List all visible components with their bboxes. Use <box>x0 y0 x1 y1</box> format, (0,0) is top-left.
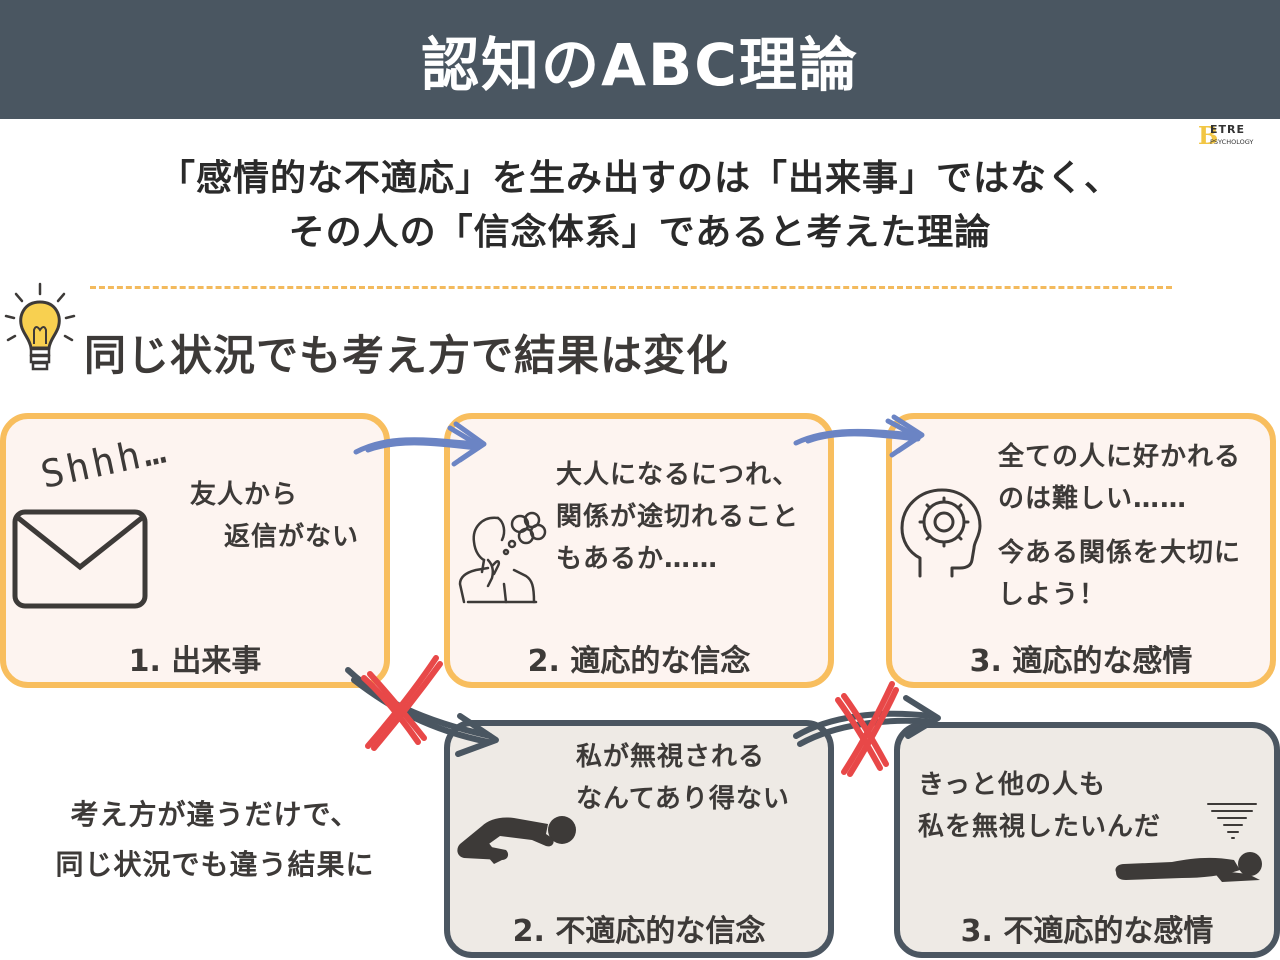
maladaptive-emotion-box: 3. 不適応的な感情 <box>894 722 1280 958</box>
adaptive-emotion-text-3: 今ある関係を大切に <box>998 538 1242 568</box>
cross-icon-2 <box>835 681 899 777</box>
lying-person-icon <box>1115 852 1262 882</box>
subtitle-line-2: その人の「信念体系」であると考えた理論 <box>288 212 992 253</box>
head-gear-icon <box>900 488 982 578</box>
arrow-icon-belief-to-emotion <box>793 414 925 458</box>
note-line-2: 同じ状況でも違う結果に <box>55 848 375 881</box>
adaptive-belief-label: 2. 適応的な信念 <box>527 644 751 679</box>
adaptive-belief-text-2: 関係が途切れること <box>556 502 800 532</box>
page-title: 認知のABC理論 <box>421 30 859 99</box>
betre-logo: B ETRE PSYCHOLOGY <box>1198 122 1276 150</box>
maladaptive-belief-box: 2. 不適応的な信念 <box>444 720 834 958</box>
event-text-1: 友人から <box>190 480 299 510</box>
maladaptive-belief-text-1: 私が無視される <box>576 742 766 772</box>
adaptive-belief-box: 2. 適応的な信念 <box>444 413 834 688</box>
maladaptive-belief-text-2: なんてあり得ない <box>576 784 790 814</box>
event-text-2: 返信がない <box>224 522 360 552</box>
arrow-icon-event-to-belief <box>353 421 487 467</box>
maladaptive-emotion-label: 3. 不適応的な感情 <box>960 914 1214 949</box>
adaptive-belief-text-1: 大人になるにつれ、 <box>556 460 800 490</box>
cross-icon-1 <box>361 655 443 751</box>
subtitle-line-1: 「感情的な不適応」を生み出すのは「出来事」ではなく、 <box>158 158 1121 199</box>
maladaptive-emotion-text-2: 私を無視したいんだ <box>918 812 1162 842</box>
adaptive-emotion-box: 3. 適応的な感情 <box>886 413 1276 688</box>
logo-text-top: ETRE <box>1210 123 1246 136</box>
section-title: 同じ状況でも考え方で結果は変化 <box>84 331 730 380</box>
maladaptive-emotion-text-1: きっと他の人も <box>918 770 1106 800</box>
adaptive-emotion-text-1: 全ての人に好かれる <box>998 442 1242 472</box>
tornado-icon <box>1207 803 1257 839</box>
subtitle: 「感情的な不適応」を生み出すのは「出来事」ではなく、 その人の「信念体系」である… <box>0 152 1280 260</box>
event-box: 1. 出来事 <box>0 413 390 688</box>
note-line-1: 考え方が違うだけで、 <box>70 798 360 831</box>
adaptive-emotion-text-2: のは難しい…… <box>998 484 1188 514</box>
lightbulb-icon <box>4 282 76 371</box>
divider <box>90 286 1172 289</box>
kneeling-person-icon <box>457 816 576 864</box>
header-bar: 認知のABC理論 <box>0 0 1280 119</box>
logo-text-bottom: PSYCHOLOGY <box>1210 138 1254 146</box>
adaptive-emotion-label: 3. 適応的な感情 <box>969 644 1193 679</box>
logo-letter: B <box>1198 121 1219 150</box>
adaptive-belief-text-3: もあるか…… <box>556 544 719 574</box>
note: 考え方が違うだけで、 同じ状況でも違う結果に <box>0 790 430 890</box>
envelope-icon <box>12 509 148 609</box>
maladaptive-belief-label: 2. 不適応的な信念 <box>512 914 766 949</box>
event-label: 1. 出来事 <box>128 644 262 679</box>
adaptive-emotion-text-4: しよう！ <box>998 580 1107 610</box>
thinking-person-icon <box>458 511 547 604</box>
